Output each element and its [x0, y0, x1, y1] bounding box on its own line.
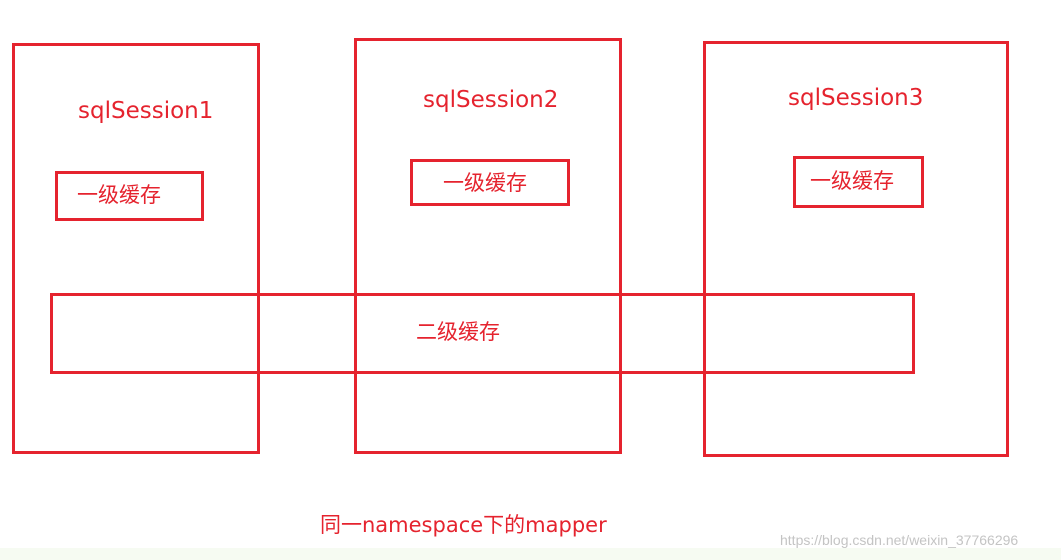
session-title-3: sqlSession3 [788, 85, 924, 111]
first-level-cache-box-2 [410, 159, 570, 206]
caption-text: 同一namespace下的mapper [320, 513, 607, 537]
second-level-cache-label: 二级缓存 [416, 320, 500, 344]
bottom-band [0, 548, 1061, 560]
first-level-cache-label-1: 一级缓存 [77, 183, 161, 207]
session-box-1 [12, 43, 260, 454]
session-title-1: sqlSession1 [78, 98, 214, 124]
watermark-text: https://blog.csdn.net/weixin_37766296 [780, 532, 1019, 548]
session-box-2 [354, 38, 622, 454]
first-level-cache-label-2: 一级缓存 [443, 171, 527, 195]
second-level-cache-box [50, 293, 915, 374]
first-level-cache-label-3: 一级缓存 [810, 169, 894, 193]
first-level-cache-box-1 [55, 171, 204, 221]
session-title-2: sqlSession2 [423, 87, 559, 113]
first-level-cache-box-3 [793, 156, 924, 208]
session-box-3 [703, 41, 1009, 457]
